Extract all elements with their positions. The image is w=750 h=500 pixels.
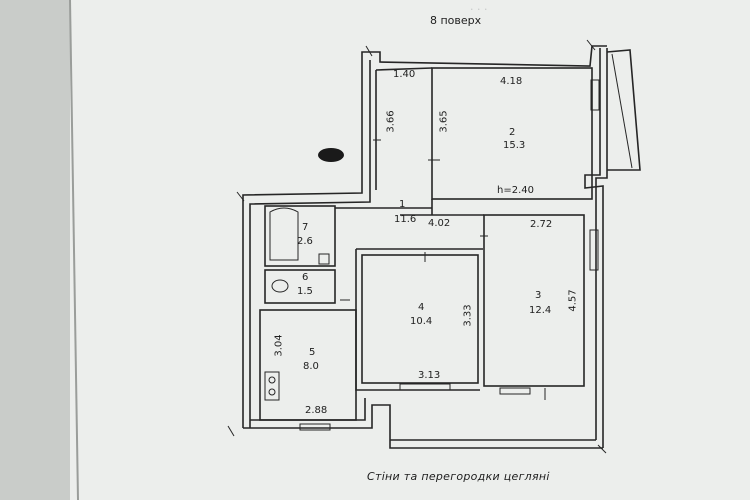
floor-label: 8 поверх <box>430 14 482 27</box>
ceiling-height: h=2.40 <box>497 185 534 196</box>
room-4-area: 10.4 <box>410 316 433 327</box>
room-5-area: 8.0 <box>303 361 319 372</box>
room-3-area: 12.4 <box>529 305 552 316</box>
paper-page <box>55 0 750 500</box>
dimension-2-88: 2.88 <box>305 405 328 416</box>
plan-caption: Стіни та перегородки цегляні <box>367 470 550 483</box>
room-1-area: 11.6 <box>394 214 417 225</box>
dimension-2-72: 2.72 <box>530 219 553 230</box>
room-6-area: 1.5 <box>297 286 313 297</box>
bleed-text: · · · <box>470 3 488 16</box>
room-7-area: 2.6 <box>297 236 313 247</box>
dimension-4-02: 4.02 <box>428 218 451 229</box>
dimension-1-40: 1.40 <box>393 69 416 80</box>
room-6-number: 6 <box>302 272 309 283</box>
room-7-number: 7 <box>302 222 309 233</box>
dimension-3-33: 3.33 <box>462 304 474 327</box>
dimension-4-57: 4.57 <box>567 289 579 312</box>
room-2-area: 15.3 <box>503 140 526 151</box>
dimension-3-04: 3.04 <box>273 334 285 357</box>
dimension-3-13: 3.13 <box>418 370 441 381</box>
room-3-number: 3 <box>535 290 542 301</box>
dimension-3-66: 3.66 <box>385 110 397 133</box>
page-fold-line <box>69 0 79 500</box>
room-5-number: 5 <box>309 347 316 358</box>
room-1-number: 1 <box>399 199 406 210</box>
redaction-mark <box>318 148 344 162</box>
room-4-number: 4 <box>418 302 425 313</box>
fixtures <box>264 79 600 431</box>
dimension-3-65: 3.65 <box>438 110 450 133</box>
room-2-number: 2 <box>509 127 516 138</box>
dimension-4-18: 4.18 <box>500 76 523 87</box>
dimension-ticks <box>227 39 607 454</box>
page-edge <box>0 0 70 500</box>
